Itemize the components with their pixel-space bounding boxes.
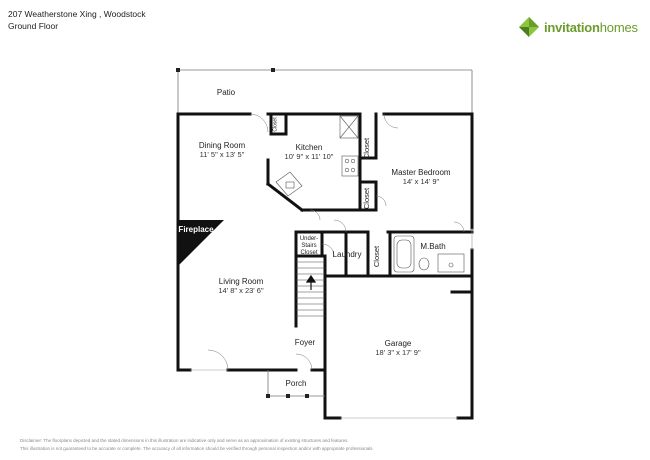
room-label-under-stairs-closet: Under-Stairs Closet <box>299 236 319 256</box>
room-label-mbath: M.Bath <box>420 242 446 251</box>
bath-fixtures <box>393 235 465 273</box>
disclaimer-line-2: This illustration is not guaranteed to b… <box>20 446 374 451</box>
property-address: 207 Weatherstone Xing , Woodstock <box>8 9 146 19</box>
brand-name: invitationhomes <box>544 19 638 35</box>
room-label-closet-1: Closet <box>362 137 372 160</box>
leaf-diamond-icon <box>519 17 539 37</box>
brand-logo: invitationhomes <box>518 16 638 38</box>
stairs-arrow-icon <box>305 274 317 290</box>
walls <box>176 112 474 420</box>
room-label-pantry: Closet <box>272 117 279 132</box>
room-label-patio: Patio <box>216 88 236 97</box>
room-label-laundry: Laundry <box>332 250 362 259</box>
kitchen-fixtures <box>275 115 359 197</box>
fireplace-shape <box>178 220 224 266</box>
door-swings <box>207 113 465 371</box>
stairs <box>296 261 325 317</box>
disclaimer-line-1: Disclaimer: The floorplans depicted and … <box>20 438 349 443</box>
room-label-closet-2: Closet <box>362 187 372 210</box>
patio-outline <box>177 69 473 113</box>
room-label-porch: Porch <box>285 379 307 388</box>
room-label-closet-3: Closet <box>372 245 382 268</box>
room-label-foyer: Foyer <box>294 338 316 347</box>
floor-name: Ground Floor <box>8 21 59 31</box>
porch-outline <box>267 370 325 397</box>
fireplace-label: Fireplace <box>178 225 214 234</box>
